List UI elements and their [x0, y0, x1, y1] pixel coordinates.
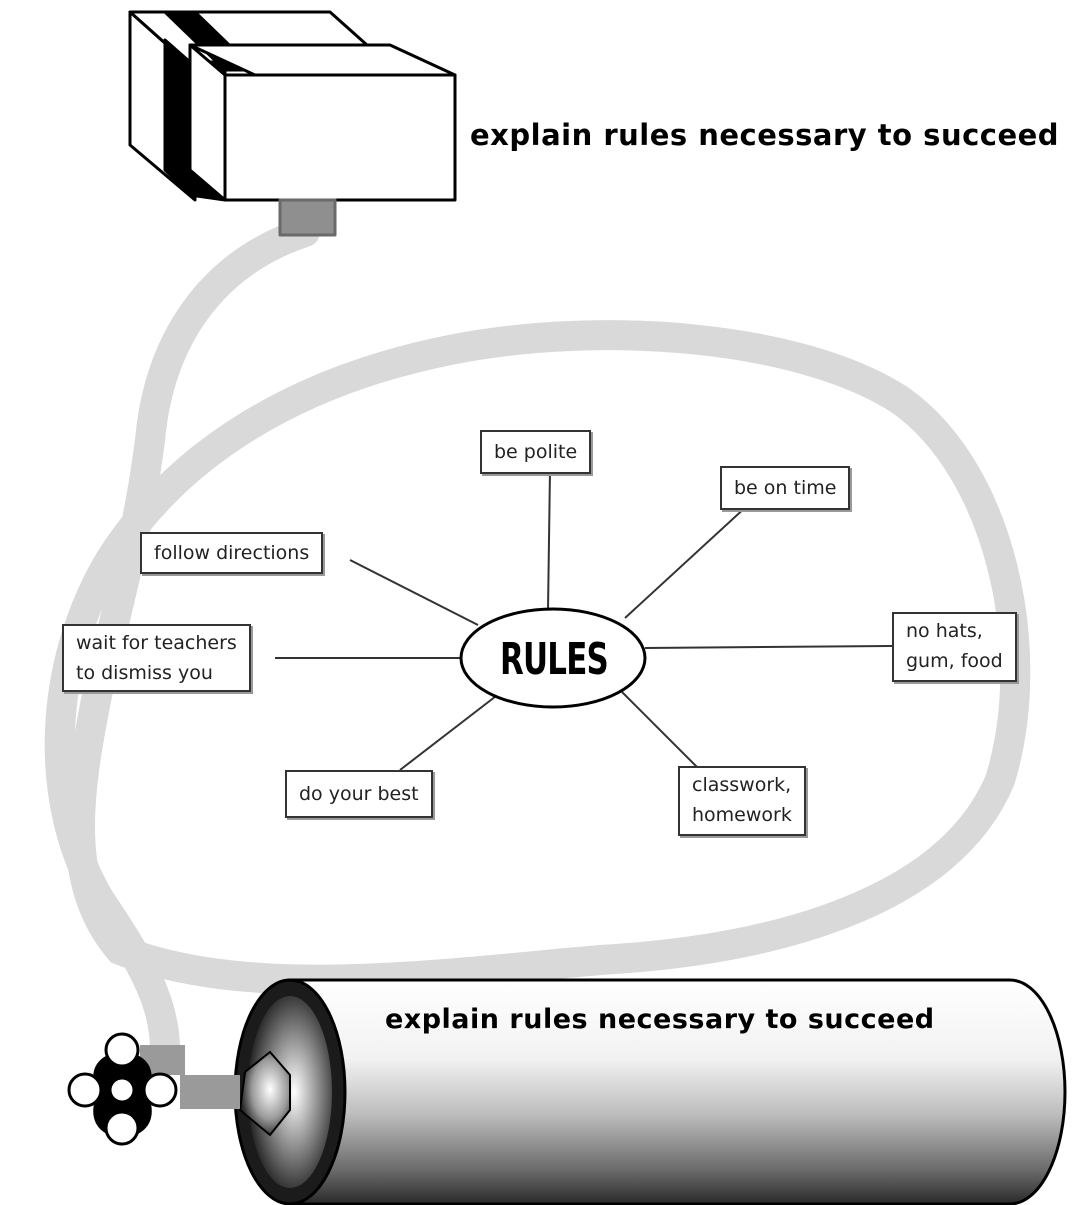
- node-classwork-line-2: homework: [692, 804, 792, 826]
- node-no-hats: no hats, gum, food: [892, 612, 1017, 682]
- node-follow-directions: follow directions: [140, 532, 324, 574]
- node-follow-directions-text: follow directions: [154, 542, 310, 564]
- tank-caption: explain rules necessary to succeed: [385, 1004, 935, 1035]
- node-wait-line-2: to dismiss you: [76, 662, 213, 684]
- node-wait-for-teachers: wait for teachers to dismiss you: [62, 624, 251, 692]
- node-do-your-best-text: do your best: [299, 783, 419, 805]
- node-be-on-time-text: be on time: [734, 477, 837, 499]
- node-be-on-time: be on time: [720, 466, 851, 510]
- node-be-polite: be polite: [480, 430, 592, 474]
- rules-hub: [459, 607, 647, 709]
- node-no-hats-line-2: gum, food: [906, 650, 1003, 672]
- hub-label: RULES: [500, 633, 609, 685]
- top-caption: explain rules necessary to succeed: [470, 118, 1060, 152]
- tank: [140, 978, 1067, 1205]
- node-be-polite-text: be polite: [494, 441, 578, 463]
- node-no-hats-line-1: no hats,: [906, 620, 983, 642]
- node-classwork-line-1: classwork,: [692, 774, 792, 796]
- node-do-your-best: do your best: [285, 770, 433, 818]
- spokes: [275, 469, 893, 771]
- top-box: [128, 10, 457, 237]
- node-wait-line-1: wait for teachers: [76, 632, 237, 654]
- valve-wheel: [67, 1032, 178, 1146]
- node-classwork: classwork, homework: [678, 766, 806, 836]
